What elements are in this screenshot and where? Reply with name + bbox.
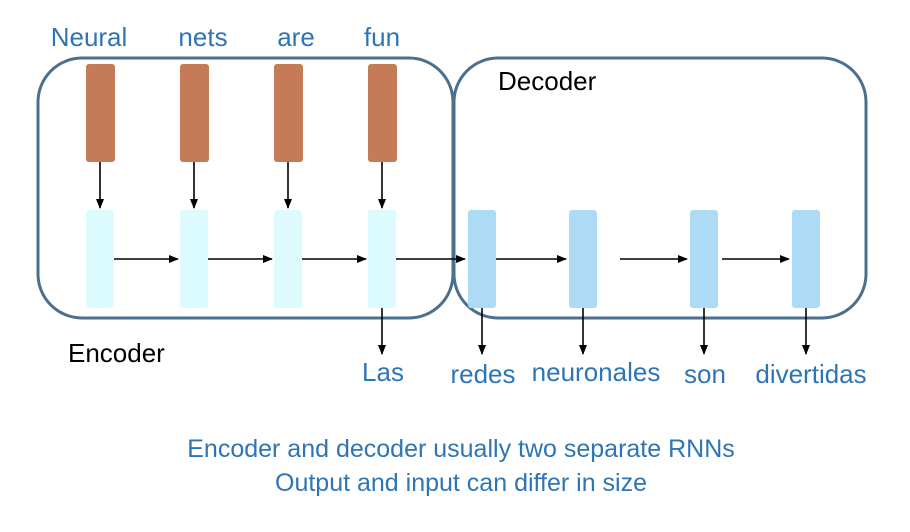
embedding-block: [368, 64, 397, 162]
input-word-are: are: [277, 22, 315, 52]
output-word-las: Las: [362, 357, 404, 387]
embedding-block: [180, 64, 209, 162]
caption-line-1: Encoder and decoder usually two separate…: [187, 435, 735, 463]
output-word-neuronales: neuronales: [532, 357, 661, 387]
output-word-son: son: [684, 359, 726, 389]
encoder-cell: [274, 210, 302, 308]
encoder-cell: [180, 210, 208, 308]
decoder-cell: [468, 210, 496, 308]
embedding-block: [274, 64, 303, 162]
output-word-redes: redes: [450, 359, 515, 389]
embedding-block: [86, 64, 115, 162]
caption-line-2: Output and input can differ in size: [275, 469, 647, 497]
input-word-fun: fun: [364, 22, 400, 52]
decoder-cell: [792, 210, 820, 308]
input-word-neural: Neural: [51, 22, 128, 52]
encoder-cell: [86, 210, 114, 308]
output-word-divertidas: divertidas: [755, 359, 866, 389]
decoder-label: Decoder: [498, 66, 597, 96]
decoder-cell: [690, 210, 718, 308]
decoder-box: [452, 56, 868, 320]
input-word-nets: nets: [178, 22, 227, 52]
encoder-label: Encoder: [68, 338, 165, 368]
encoder-cell: [368, 210, 396, 308]
decoder-cell: [569, 210, 597, 308]
